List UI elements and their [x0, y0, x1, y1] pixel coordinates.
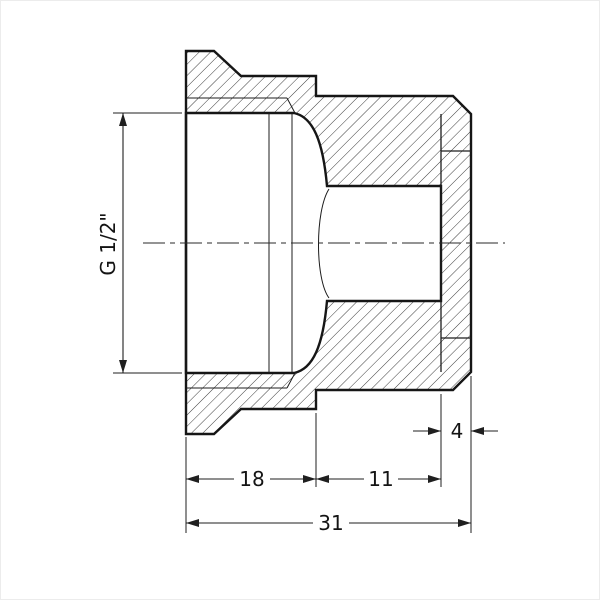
- arrow-left-icon: [316, 475, 329, 483]
- dimension-4: 4: [413, 419, 498, 443]
- arrow-right-icon: [428, 475, 441, 483]
- extension-lines-bottom: [185, 376, 472, 533]
- dimension-31: 31: [186, 511, 471, 535]
- dimension-thread: G 1/2": [96, 112, 182, 374]
- outer-profile: [184, 49, 473, 436]
- dim-11-label: 11: [368, 467, 393, 491]
- extension-lines-thread: [113, 112, 182, 374]
- dim-18-label: 18: [239, 467, 264, 491]
- thread-crest-lines: [186, 97, 296, 389]
- arrow-right-icon: [303, 475, 316, 483]
- dim-4-label: 4: [451, 419, 464, 443]
- arrow-right-icon: [428, 427, 441, 435]
- label-bg: [364, 468, 398, 490]
- arrow-down-icon: [119, 360, 127, 373]
- throat-cone-line: [318, 188, 330, 299]
- section-hatch-fill: [186, 51, 471, 434]
- label-bg: [234, 468, 270, 490]
- dimension-11: 11: [316, 467, 441, 491]
- dim-31-label: 31: [318, 511, 343, 535]
- arrow-left-icon: [471, 427, 484, 435]
- thread-size-label: G 1/2": [96, 212, 120, 275]
- arrow-right-icon: [458, 519, 471, 527]
- dimension-18: 18: [186, 467, 316, 491]
- arrow-left-icon: [186, 475, 199, 483]
- arrow-up-icon: [119, 113, 127, 126]
- arrow-left-icon: [186, 519, 199, 527]
- label-bg: [313, 512, 349, 534]
- label-bg: [448, 420, 466, 442]
